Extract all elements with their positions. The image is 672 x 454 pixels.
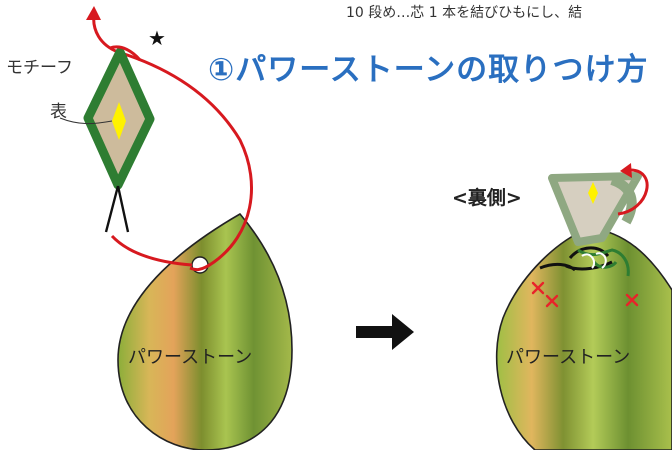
label-back-side: <裏側> [452,187,522,209]
front-leader-line [59,117,113,125]
knot-white-loops [581,252,607,269]
cross-marks [531,281,639,308]
cross-mark-3 [625,293,639,307]
top-note: 10 段め…芯 1 本を結びひもにし、結 [346,5,583,21]
cross-mark-1 [531,281,545,295]
red-curve-arrowhead [620,163,632,178]
motif-back-band [610,175,637,225]
motif-back-fold [548,172,642,246]
star-mark: ★ [148,26,166,50]
cross-mark-2 [545,294,559,308]
label-motif: モチーフ [6,58,73,78]
red-cord-left [92,13,253,272]
red-curve-arrow [617,168,649,216]
red-cord-over-motif [109,45,142,62]
label-front: 表 [50,102,67,122]
motif-back-diamond [588,182,598,204]
label-power-stone-left: パワーストーン [128,347,253,368]
power-stone-left [117,212,293,451]
label-power-stone-right: パワーストーン [506,347,631,368]
red-cord-left-lower [110,234,193,267]
step-arrow [356,314,414,350]
motif-yellow-diamond [112,102,126,140]
cord-arrowhead [86,6,101,20]
power-stone-right [495,227,672,451]
motif-black-tails [104,185,130,233]
section-title: ①パワーストーンの取りつけ方 [208,52,649,88]
